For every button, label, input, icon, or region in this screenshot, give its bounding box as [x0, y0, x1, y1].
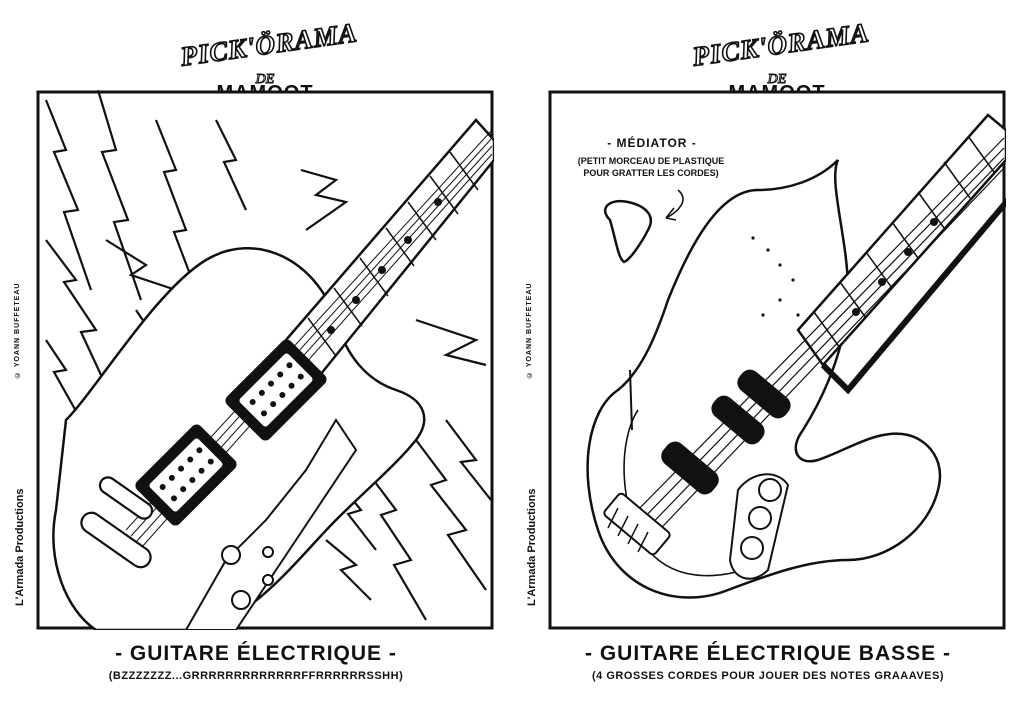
- pickguard: [184, 418, 358, 630]
- lightning-bolts: [44, 90, 492, 621]
- guitar-pickups: [135, 339, 327, 526]
- bass-guitar-drawing: [548, 90, 1006, 630]
- right-caption-subtitle: (4 GROSSES CORDES POUR JOUER DES NOTES G…: [591, 670, 945, 682]
- artist-credit: © YOANN BUFFETEAU: [14, 282, 21, 378]
- illustration-frame: [36, 90, 494, 630]
- pick-note-text: (PETIT MORCEAU DE PLASTIQUE POUR GRATTER…: [556, 155, 746, 179]
- pick-note-line-2: POUR GRATTER LES CORDES): [583, 168, 719, 178]
- guitar-pick-icon: [603, 199, 653, 264]
- producer-credit: L'Armada Productions: [526, 488, 538, 606]
- arrow-icon: [665, 189, 684, 219]
- brand-logo-top: PICK'ÖRAMA: [178, 16, 360, 72]
- guitar-knobs: [221, 545, 274, 610]
- panel-bass-guitar: PICK'ÖRAMA DE MAMOOT © YOANN BUFFETEAU L…: [512, 0, 1024, 724]
- electric-guitar-drawing: [36, 90, 494, 630]
- pick-note-title: - MÉDIATOR -: [607, 136, 697, 150]
- bass-bridge: [603, 492, 671, 556]
- illustration-frame: [548, 90, 1006, 630]
- body-dots: [751, 236, 800, 317]
- producer-credit: L'Armada Productions: [14, 488, 26, 606]
- right-caption-title: - GUITARE ÉLECTRIQUE BASSE -: [585, 642, 951, 665]
- left-caption-subtitle: (BZZZZZZZ...GRRRRRRRRRRRRRFFRRRRRRSSHH): [108, 670, 404, 682]
- brand-logo-top: PICK'ÖRAMA: [690, 16, 872, 72]
- brand-logo-mid: DE: [255, 72, 275, 88]
- bass-pickups: [661, 369, 791, 495]
- left-caption-title: - GUITARE ÉLECTRIQUE -: [115, 642, 397, 665]
- panel-electric-guitar: PICK'ÖRAMA DE MAMOOT © YOANN BUFFETEAU L…: [14, 16, 494, 682]
- guitar-bridge: [80, 476, 154, 569]
- artist-credit: © YOANN BUFFETEAU: [526, 282, 533, 378]
- pick-note-line-1: (PETIT MORCEAU DE PLASTIQUE: [577, 156, 725, 166]
- brand-logo-mid: DE: [767, 72, 787, 88]
- bass-knobs: [728, 473, 790, 580]
- bass-neck: [796, 113, 1006, 395]
